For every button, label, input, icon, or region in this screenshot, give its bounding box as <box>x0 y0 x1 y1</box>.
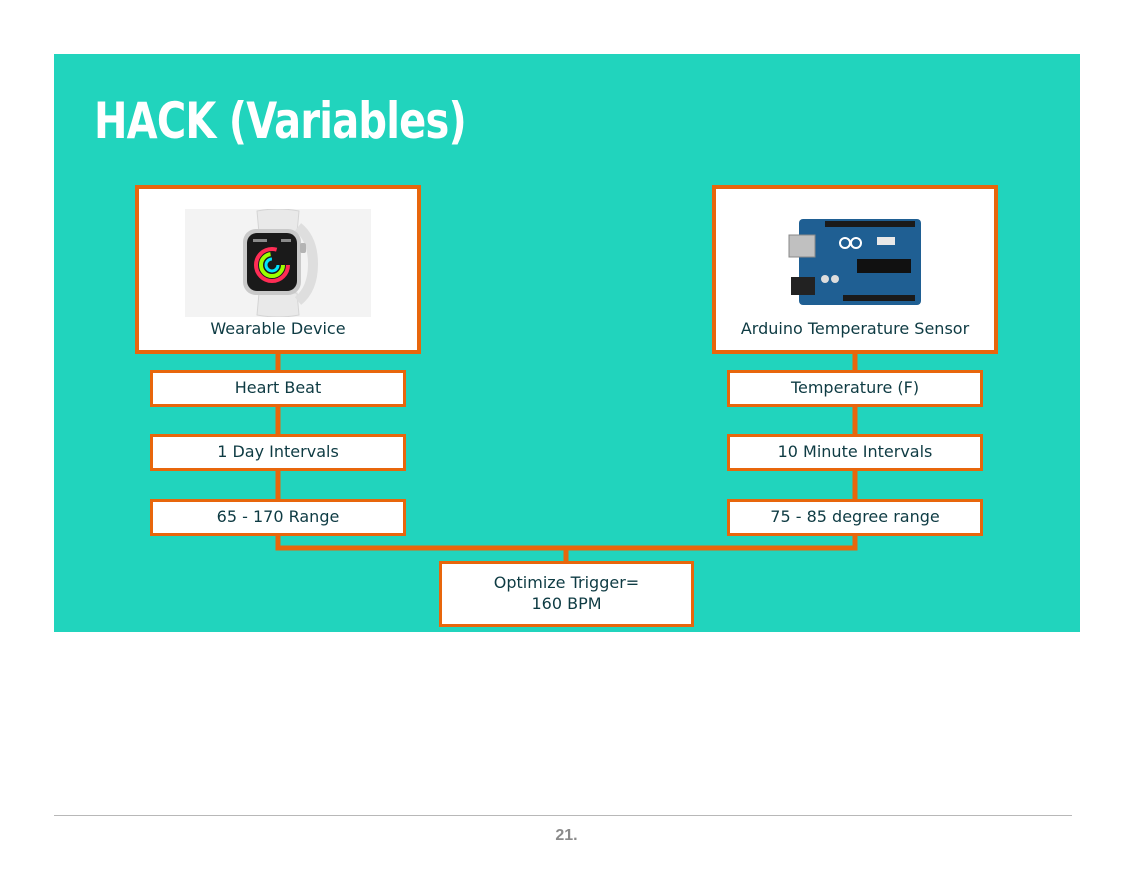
day-intervals-box: 1 Day Intervals <box>150 434 406 471</box>
slide-title: HACK (Variables) <box>94 86 466 156</box>
page-number: 21. <box>0 827 1133 845</box>
heart-beat-box: Heart Beat <box>150 370 406 407</box>
arduino-sensor-card: Arduino Temperature Sensor <box>712 185 998 354</box>
minute-intervals-box: 10 Minute Intervals <box>727 434 983 471</box>
arduino-sensor-label: Arduino Temperature Sensor <box>716 318 994 340</box>
temperature-box: Temperature (F) <box>727 370 983 407</box>
wearable-device-label: Wearable Device <box>139 318 417 340</box>
optimize-trigger-box: Optimize Trigger= 160 BPM <box>439 561 694 627</box>
heart-range-box: 65 - 170 Range <box>150 499 406 536</box>
temperature-range-box: 75 - 85 degree range <box>727 499 983 536</box>
wearable-device-card: Wearable Device <box>135 185 421 354</box>
footer-divider <box>54 815 1072 816</box>
smartwatch-image <box>185 209 371 317</box>
optimize-trigger-line2: 160 BPM <box>442 593 691 614</box>
optimize-trigger-line1: Optimize Trigger= <box>442 572 691 593</box>
arduino-board-image <box>785 213 925 311</box>
